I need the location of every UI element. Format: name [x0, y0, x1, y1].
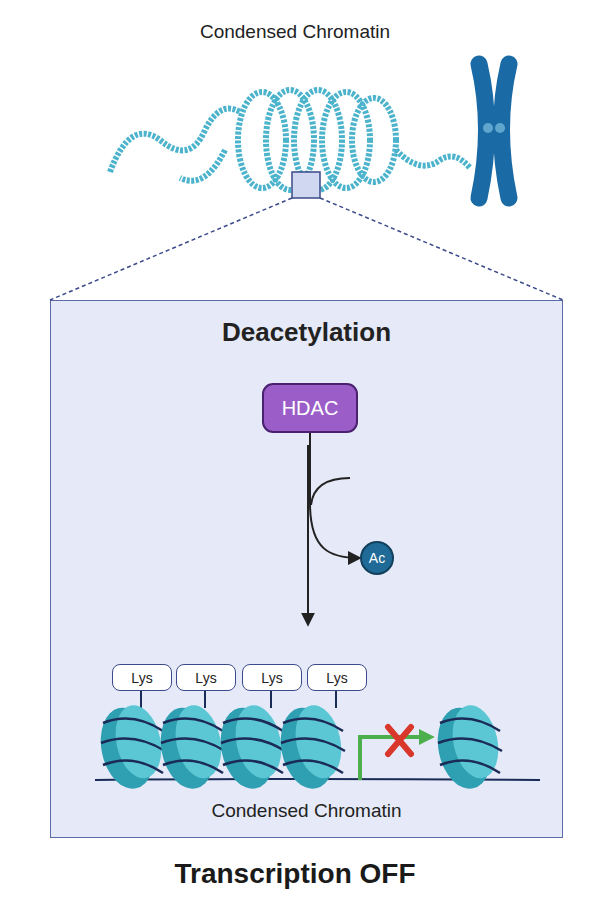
lysine-box: Lys	[112, 664, 172, 691]
zoom-line	[50, 198, 563, 300]
caption: Transcription OFF	[0, 858, 590, 890]
lysine-label: Lys	[261, 670, 282, 686]
panel-heading: Deacetylation	[51, 317, 562, 348]
acetyl-label: Ac	[369, 550, 385, 566]
chromatin-fiber	[110, 90, 470, 190]
enzyme-label: HDAC	[282, 397, 339, 420]
lysine-box: Lys	[176, 664, 236, 691]
chromatin-label: Condensed Chromatin	[50, 800, 563, 822]
lysine-label: Lys	[131, 670, 152, 686]
zoom-panel: DeacetylationHDAC AcLys Lys Lys Lys	[50, 300, 563, 838]
lysine-box: Lys	[307, 664, 367, 691]
lysine-label: Lys	[326, 670, 347, 686]
lysine-box: Lys	[242, 664, 302, 691]
lysine-label: Lys	[195, 670, 216, 686]
title: Condensed Chromatin	[0, 21, 590, 43]
zoom-square	[292, 172, 320, 198]
acetyl-circle: Ac	[360, 541, 394, 575]
enzyme-box: HDAC	[262, 383, 358, 433]
chromosome	[479, 64, 509, 198]
